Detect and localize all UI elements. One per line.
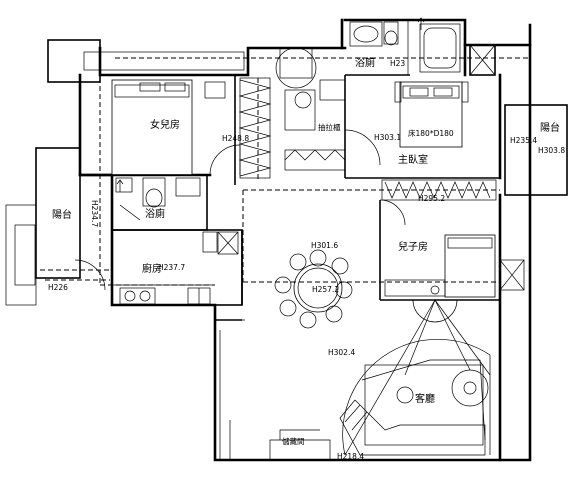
daughter-balcony-strip (83, 51, 245, 71)
master-bedroom (345, 73, 502, 201)
dim-master: H303.1 (374, 133, 401, 142)
dim-balcony-right: H235.4 (510, 136, 537, 145)
desk (384, 279, 446, 297)
label-storage: 儲藏間 (282, 436, 305, 446)
closet-area (238, 47, 346, 179)
dim-bath-top: H23 (390, 59, 405, 68)
dim-right-edge: H303.8 (538, 146, 565, 155)
label-living-room: 客廳 (415, 392, 435, 405)
dim-living: H302.4 (328, 348, 355, 357)
label-closet: 抽拉櫃 (318, 122, 341, 132)
label-kitchen: 廚房 (142, 262, 162, 275)
dim-daughter: H248.8 (222, 134, 249, 143)
label-son-room: 兒子房 (398, 240, 428, 253)
dim-dining: H301.6 (311, 241, 338, 250)
son-room (379, 193, 525, 462)
label-master-bed: 床180*D180 (408, 128, 454, 138)
toilet (383, 21, 399, 45)
doors (74, 129, 406, 291)
sofa (339, 399, 486, 456)
ceiling-lines (99, 57, 530, 286)
label-daughter-room: 女兒房 (150, 118, 180, 131)
balcony-left (5, 147, 81, 306)
label-bath-top: 浴廁 (355, 56, 375, 69)
shaft-box (469, 44, 496, 76)
dim-bottom: H218.4 (337, 452, 364, 461)
label-bath-left: 浴廁 (145, 207, 165, 220)
light-fixture (430, 285, 440, 295)
chair (294, 91, 312, 109)
dining-table (293, 263, 343, 313)
sink (175, 177, 201, 197)
bathtub (419, 23, 461, 73)
label-balcony-right: 陽台 (540, 121, 560, 134)
son-bed (444, 234, 496, 298)
toilet (142, 177, 166, 207)
stove (119, 287, 156, 305)
dim-kitchen: H237.7 (158, 263, 185, 272)
top-bath (345, 20, 461, 76)
daughter-room (78, 75, 241, 185)
chair (204, 81, 226, 99)
label-master-bedroom: 主臥室 (398, 153, 428, 166)
dim-son-top: H295.2 (418, 194, 445, 203)
daughter-bed (111, 79, 193, 176)
top-left-box (47, 39, 101, 83)
kitchen (40, 229, 243, 306)
dining-set (274, 249, 353, 329)
dim-left-bottom: H226 (48, 283, 68, 292)
dim-dining-center: H257.2 (312, 285, 339, 294)
label-balcony-left: 陽台 (52, 208, 72, 221)
dim-left-wall: H234.7 (90, 200, 99, 227)
left-bath (111, 174, 208, 231)
storage-room (269, 439, 331, 461)
balcony-right (504, 104, 568, 196)
spiral-stair (451, 369, 489, 407)
living-room (269, 299, 491, 461)
arrow-marks (116, 17, 425, 192)
